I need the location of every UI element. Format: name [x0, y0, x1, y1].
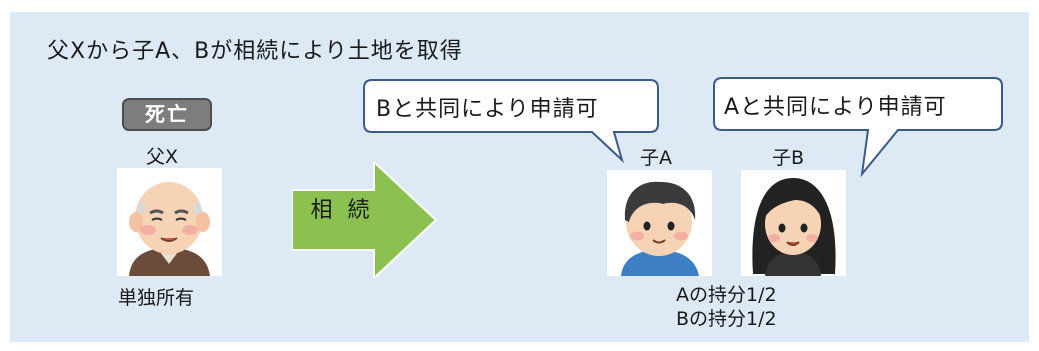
diagram-title: 父Xから子A、Bが相続により土地を取得: [47, 39, 463, 64]
ownership-shares: Aの持分1/2 Bの持分1/2: [676, 283, 777, 331]
child-a-illustration: [607, 170, 712, 276]
child-a-name: 子A: [640, 147, 672, 169]
child-b-illustration: [741, 170, 846, 276]
father-name: 父X: [146, 146, 179, 168]
child-a-speech-bubble: Bと共同により申請可: [376, 97, 599, 122]
father-ownership-label: 単独所有: [118, 287, 195, 309]
child-b-share: Bの持分1/2: [676, 308, 777, 330]
inheritance-arrow-icon: [292, 162, 438, 278]
inheritance-label: 相 続: [310, 198, 374, 223]
child-b-speech-bubble: Aと共同により申請可: [724, 95, 947, 120]
child-a-share: Aの持分1/2: [676, 284, 777, 306]
deceased-badge: 死亡: [122, 98, 212, 131]
child-b-name: 子B: [772, 147, 805, 169]
father-illustration: [117, 168, 222, 276]
